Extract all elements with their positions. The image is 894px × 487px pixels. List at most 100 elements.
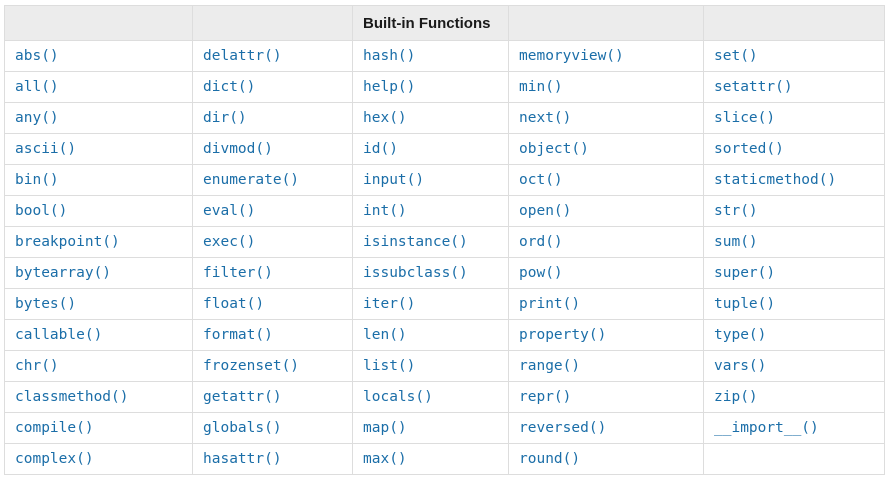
table-cell: str() — [703, 195, 885, 227]
builtin-function-link[interactable]: classmethod() — [15, 389, 129, 405]
builtin-function-link[interactable]: isinstance() — [363, 234, 468, 250]
table-row: breakpoint() exec() isinstance() ord() sum() — [4, 226, 885, 258]
table-header-cell-2 — [192, 5, 353, 41]
builtin-function-link[interactable]: iter() — [363, 296, 416, 312]
builtin-function-link[interactable]: oct() — [519, 172, 563, 188]
table-cell: hasattr() — [192, 443, 353, 475]
builtin-function-link[interactable]: len() — [363, 327, 407, 343]
builtin-function-link[interactable]: filter() — [203, 265, 273, 281]
table-cell: callable() — [4, 319, 193, 351]
builtin-function-link[interactable]: exec() — [203, 234, 256, 250]
builtin-function-link[interactable]: hash() — [363, 48, 416, 64]
builtin-function-link[interactable]: str() — [714, 203, 758, 219]
builtin-function-link[interactable]: globals() — [203, 420, 282, 436]
builtin-function-link[interactable]: issubclass() — [363, 265, 468, 281]
table-cell: locals() — [352, 381, 509, 413]
builtin-function-link[interactable]: complex() — [15, 451, 94, 467]
builtin-function-link[interactable]: chr() — [15, 358, 59, 374]
builtin-function-link[interactable]: hasattr() — [203, 451, 282, 467]
builtin-function-link[interactable]: dir() — [203, 110, 247, 126]
builtin-function-link[interactable]: sum() — [714, 234, 758, 250]
builtin-function-link[interactable]: input() — [363, 172, 425, 188]
table-cell: round() — [508, 443, 704, 475]
builtin-function-link[interactable]: delattr() — [203, 48, 282, 64]
table-cell: isinstance() — [352, 226, 509, 258]
table-cell: chr() — [4, 350, 193, 382]
builtin-function-link[interactable]: compile() — [15, 420, 94, 436]
table-cell: print() — [508, 288, 704, 320]
builtin-function-link[interactable]: range() — [519, 358, 581, 374]
table-row: all() dict() help() min() setattr() — [4, 71, 885, 103]
builtin-function-link[interactable]: repr() — [519, 389, 572, 405]
builtin-function-link[interactable]: object() — [519, 141, 589, 157]
table-cell: enumerate() — [192, 164, 353, 196]
builtin-function-link[interactable]: all() — [15, 79, 59, 95]
builtin-function-link[interactable]: print() — [519, 296, 581, 312]
builtin-function-link[interactable]: breakpoint() — [15, 234, 120, 250]
builtin-function-link[interactable]: tuple() — [714, 296, 776, 312]
table-cell: float() — [192, 288, 353, 320]
builtin-function-link[interactable]: property() — [519, 327, 607, 343]
table-cell: range() — [508, 350, 704, 382]
builtin-function-link[interactable]: pow() — [519, 265, 563, 281]
builtin-function-link[interactable]: super() — [714, 265, 776, 281]
builtin-function-link[interactable]: min() — [519, 79, 563, 95]
builtin-function-link[interactable]: vars() — [714, 358, 767, 374]
builtin-function-link[interactable]: dict() — [203, 79, 256, 95]
builtin-function-link[interactable]: next() — [519, 110, 572, 126]
table-row: bytearray() filter() issubclass() pow() supe… — [4, 257, 885, 289]
builtin-function-link[interactable]: help() — [363, 79, 416, 95]
builtin-function-link[interactable]: map() — [363, 420, 407, 436]
table-row: abs() delattr() hash() memoryview() set() — [4, 40, 885, 72]
builtin-function-link[interactable]: type() — [714, 327, 767, 343]
table-cell: min() — [508, 71, 704, 103]
builtin-function-link[interactable]: ascii() — [15, 141, 77, 157]
builtin-function-link[interactable]: zip() — [714, 389, 758, 405]
builtin-function-link[interactable]: bytes() — [15, 296, 77, 312]
table-cell: zip() — [703, 381, 885, 413]
builtin-function-link[interactable]: list() — [363, 358, 416, 374]
table-cell: slice() — [703, 102, 885, 134]
builtin-function-link[interactable]: any() — [15, 110, 59, 126]
builtin-function-link[interactable]: bool() — [15, 203, 68, 219]
builtin-function-link[interactable]: reversed() — [519, 420, 607, 436]
table-cell: map() — [352, 412, 509, 444]
builtin-function-link[interactable]: __import__() — [714, 420, 819, 436]
builtin-function-link[interactable]: round() — [519, 451, 581, 467]
builtin-function-link[interactable]: callable() — [15, 327, 103, 343]
table-cell: repr() — [508, 381, 704, 413]
builtin-function-link[interactable]: bytearray() — [15, 265, 112, 281]
table-cell: max() — [352, 443, 509, 475]
builtin-function-link[interactable]: setattr() — [714, 79, 793, 95]
table-cell: all() — [4, 71, 193, 103]
builtin-function-link[interactable]: frozenset() — [203, 358, 300, 374]
table-cell: setattr() — [703, 71, 885, 103]
builtin-function-link[interactable]: eval() — [203, 203, 256, 219]
builtin-function-link[interactable]: max() — [363, 451, 407, 467]
builtin-function-link[interactable]: staticmethod() — [714, 172, 837, 188]
builtin-function-link[interactable]: memoryview() — [519, 48, 624, 64]
table-cell: tuple() — [703, 288, 885, 320]
builtin-function-link[interactable]: int() — [363, 203, 407, 219]
table-row: complex() hasattr() max() round() — [4, 443, 885, 475]
table-cell: object() — [508, 133, 704, 165]
builtin-function-link[interactable]: locals() — [363, 389, 433, 405]
builtin-function-link[interactable]: abs() — [15, 48, 59, 64]
builtin-function-link[interactable]: hex() — [363, 110, 407, 126]
table-cell: memoryview() — [508, 40, 704, 72]
builtin-function-link[interactable]: divmod() — [203, 141, 273, 157]
builtin-function-link[interactable]: id() — [363, 141, 398, 157]
table-cell: hash() — [352, 40, 509, 72]
table-cell: super() — [703, 257, 885, 289]
builtin-function-link[interactable]: format() — [203, 327, 273, 343]
builtin-function-link[interactable]: getattr() — [203, 389, 282, 405]
table-cell: hex() — [352, 102, 509, 134]
builtin-function-link[interactable]: float() — [203, 296, 265, 312]
builtin-function-link[interactable]: enumerate() — [203, 172, 300, 188]
builtin-function-link[interactable]: ord() — [519, 234, 563, 250]
builtin-function-link[interactable]: set() — [714, 48, 758, 64]
builtin-function-link[interactable]: slice() — [714, 110, 776, 126]
builtin-function-link[interactable]: sorted() — [714, 141, 784, 157]
builtin-function-link[interactable]: bin() — [15, 172, 59, 188]
builtin-function-link[interactable]: open() — [519, 203, 572, 219]
